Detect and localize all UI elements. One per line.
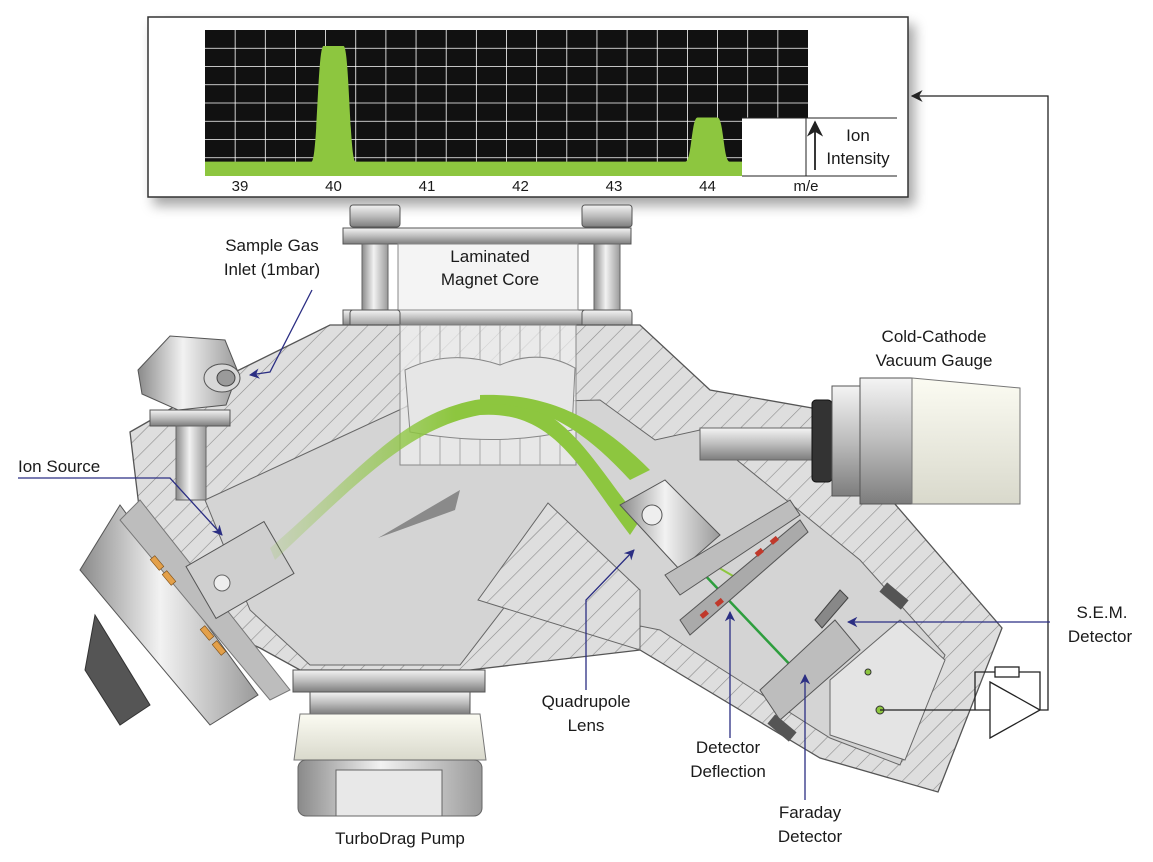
magnet-core-label-line2: Magnet Core (441, 270, 539, 289)
magnet-core-label-line1: Laminated (450, 247, 529, 266)
magnet-yoke (342, 204, 633, 331)
gauge-label-line1: Cold-Cathode (882, 327, 987, 346)
quadrupole-arrow (585, 549, 635, 690)
x-tick-label: 40 (325, 178, 342, 195)
spectrum-trace (205, 46, 742, 176)
deflection-label-line2: Deflection (690, 762, 766, 781)
x-tick-labels: 39 40 41 42 43 44 (232, 178, 716, 195)
faraday-label-line1: Faraday (779, 803, 842, 822)
ion-source-arrow (18, 477, 223, 536)
y-axis-label-line1: Ion (846, 126, 870, 145)
pump-label: TurboDrag Pump (335, 829, 465, 848)
spectrum-display: Ion Intensity 39 40 41 42 43 44 m/e (147, 16, 909, 198)
ion-source-label: Ion Source (18, 457, 100, 476)
turbo-pump (292, 669, 487, 817)
x-axis-unit: m/e (793, 178, 818, 195)
quadrupole-label-line2: Lens (568, 716, 605, 735)
gas-inlet-valve (137, 335, 241, 501)
signal-line (910, 90, 1049, 711)
x-tick-label: 42 (512, 178, 529, 195)
callout-arrows (18, 289, 1050, 800)
sem-label-line2: Detector (1068, 627, 1133, 646)
x-tick-label: 43 (606, 178, 623, 195)
vacuum-gauge (699, 377, 1021, 505)
detector-assembly (619, 479, 946, 761)
sem-label-line1: S.E.M. (1076, 603, 1127, 622)
gas-inlet-label-line2: Inlet (1mbar) (224, 260, 320, 279)
gauge-label-line2: Vacuum Gauge (876, 351, 993, 370)
faraday-label-line2: Detector (778, 827, 843, 846)
x-tick-label: 41 (419, 178, 436, 195)
gas-inlet-label-line1: Sample Gas (225, 236, 319, 255)
source-flange (79, 499, 295, 726)
x-tick-label: 39 (232, 178, 249, 195)
quadrupole-label-line1: Quadrupole (542, 692, 631, 711)
amplifier-symbol (880, 666, 1042, 740)
deflection-label-line1: Detector (696, 738, 761, 757)
labels: Laminated Magnet Core Sample Gas Inlet (… (18, 236, 1132, 848)
gas-inlet-arrow (248, 289, 313, 379)
y-axis-label-line2: Intensity (826, 149, 890, 168)
x-tick-label: 44 (699, 178, 716, 195)
